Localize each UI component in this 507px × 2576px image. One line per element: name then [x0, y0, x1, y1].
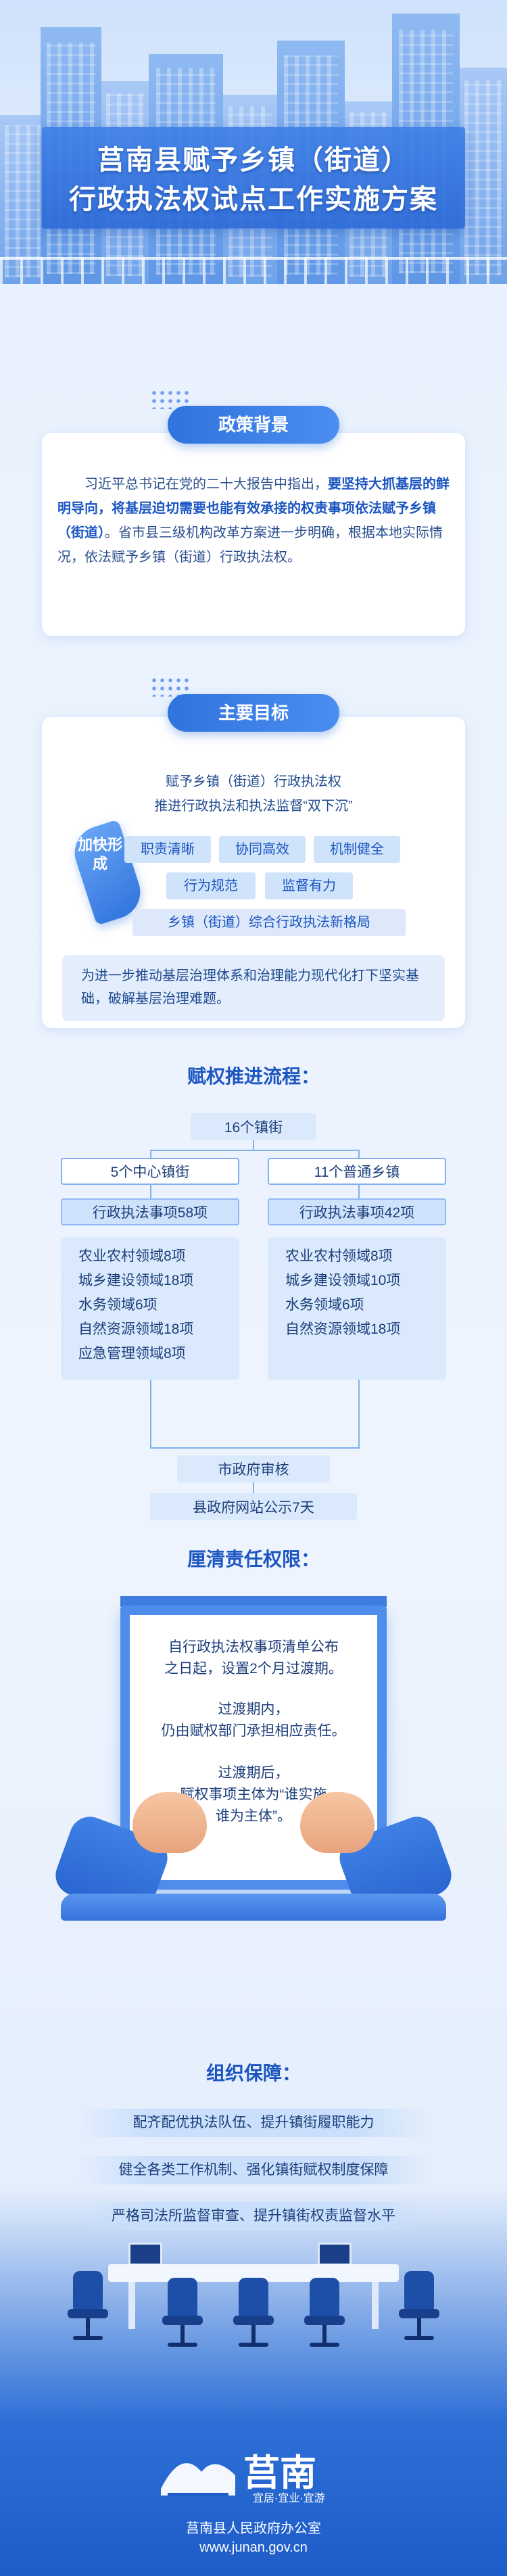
flow-publish-box: 县政府网站公示7天 [150, 1493, 357, 1520]
building [0, 115, 47, 284]
guarantee-title: 组织保障： [206, 2063, 301, 2084]
target-pill: 行为规范 [166, 872, 256, 899]
flow-connector [150, 1185, 151, 1198]
flow-connector [358, 1150, 360, 1158]
resp-text: 谁为主体”。 [216, 1808, 291, 1824]
flow-connector [358, 1185, 360, 1198]
resp-text: 过渡期后， [218, 1765, 289, 1781]
chair-icon [68, 2271, 108, 2345]
target-pill: 监督有力 [265, 872, 353, 899]
flow-right-count: 行政执法事项42项 [268, 1198, 446, 1225]
list-item: 应急管理领域8项 [78, 1346, 186, 1361]
flow-connector [150, 1150, 360, 1151]
logo-main: 莒南 [243, 2451, 316, 2494]
chair-icon [233, 2278, 274, 2352]
list-item: 自然资源领域18项 [285, 1321, 401, 1337]
target-pill: 协同高效 [219, 836, 306, 863]
flow-left-count: 行政执法事项58项 [61, 1198, 239, 1225]
flow-left-head: 5个中心镇街 [61, 1158, 239, 1185]
resp-text: 仍由赋权部门承担相应责任。 [161, 1723, 346, 1739]
flow-review-box: 市政府审核 [177, 1455, 330, 1482]
policy-text: 习近平总书记在党的二十大报告中指出，要坚持大抓基层的鲜明导向，将基层迫切需要也能… [57, 477, 450, 565]
resp-text: 自行政执法权事项清单公布 [168, 1639, 339, 1655]
flow-top-box: 16个镇街 [191, 1113, 316, 1140]
flow-connector [253, 1140, 254, 1150]
flow-connector [150, 1150, 151, 1158]
list-item: 水务领域6项 [285, 1297, 364, 1313]
chair-icon [162, 2278, 203, 2352]
right-hand [300, 1792, 375, 1853]
table-leg [372, 2282, 379, 2329]
flow-left-list: 农业农村领域8项 城乡建设领域18项 水务领域6项 自然资源领域18项 应急管理… [61, 1238, 239, 1380]
chair-icon [304, 2278, 345, 2352]
targets-tag: 主要目标 [168, 694, 339, 732]
list-item: 自然资源领域18项 [78, 1321, 194, 1337]
policy-card [42, 433, 465, 636]
building [460, 68, 507, 284]
targets-line1: 赋予乡镇（街道）行政执法权 [166, 774, 341, 789]
monitor-icon [128, 2243, 162, 2266]
flow-connector [150, 1380, 151, 1447]
resp-text: 赋权事项主体为“谁实施 [180, 1787, 327, 1802]
target-pill: 机制健全 [314, 836, 400, 863]
guarantee-item: 严格司法所监督审查、提升镇街权责监督水平 [78, 2202, 429, 2230]
footer-org: 莒南县人民政府办公室 [186, 2521, 321, 2536]
flow-connector [358, 1380, 360, 1447]
title-band [42, 127, 465, 229]
desk [61, 1894, 446, 1921]
chair-icon [399, 2271, 439, 2345]
dots-decoration [150, 676, 191, 697]
logo-slogan: 宜居·宜业·宜游 [253, 2493, 325, 2504]
policy-text-bold: 要坚持大抓基层的鲜明导向，将基层迫切需要也能有效承接的权责事项依法赋予乡镇（街道… [57, 477, 450, 540]
board-top [120, 1596, 387, 1607]
flow-title: 赋权推进流程： [187, 1066, 320, 1087]
flow-right-head: 11个普通乡镇 [268, 1158, 446, 1185]
responsibility-title: 厘清责任权限： [187, 1549, 320, 1570]
page-title-line2: 行政执法权试点工作实施方案 [69, 185, 438, 214]
monitor-icon [318, 2243, 352, 2266]
guarantee-item: 健全各类工作机制、强化镇街赋权制度保障 [78, 2156, 429, 2184]
target-pill-wide: 乡镇（街道）综合行政执法新格局 [132, 909, 406, 936]
hero-banner: 莒南县赋予乡镇（街道） 行政执法权试点工作实施方案 [0, 0, 507, 284]
railing [0, 257, 507, 284]
guarantee-item: 配齐配优执法队伍、提升镇街履职能力 [78, 2109, 429, 2137]
policy-tag: 政策背景 [168, 406, 339, 444]
list-item: 城乡建设领域10项 [285, 1273, 401, 1288]
flow-right-list: 农业农村领域8项 城乡建设领域10项 水务领域6项 自然资源领域18项 [268, 1238, 446, 1380]
list-item: 农业农村领域8项 [285, 1248, 393, 1264]
footer-url[interactable]: www.junan.gov.cn [199, 2540, 308, 2555]
left-hand [132, 1792, 207, 1853]
flow-connector [150, 1447, 360, 1449]
city-logo-icon [161, 2463, 235, 2496]
table-leg [128, 2282, 135, 2329]
flow-connector [253, 1482, 254, 1493]
targets-footer: 为进一步推动基层治理体系和治理能力现代化打下坚实基础，破解基层治理难题。 [62, 955, 445, 1021]
targets-line2: 推进行政执法和执法监督“双下沉” [154, 799, 353, 814]
resp-text: 之日起，设置2个月过渡期。 [164, 1661, 343, 1677]
resp-text: 过渡期内， [218, 1702, 289, 1717]
page-title-line1: 莒南县赋予乡镇（街道） [97, 145, 410, 175]
list-item: 水务领域6项 [78, 1297, 158, 1313]
list-item: 农业农村领域8项 [78, 1248, 186, 1264]
list-item: 城乡建设领域18项 [78, 1273, 194, 1288]
target-pill: 职责清晰 [124, 836, 211, 863]
